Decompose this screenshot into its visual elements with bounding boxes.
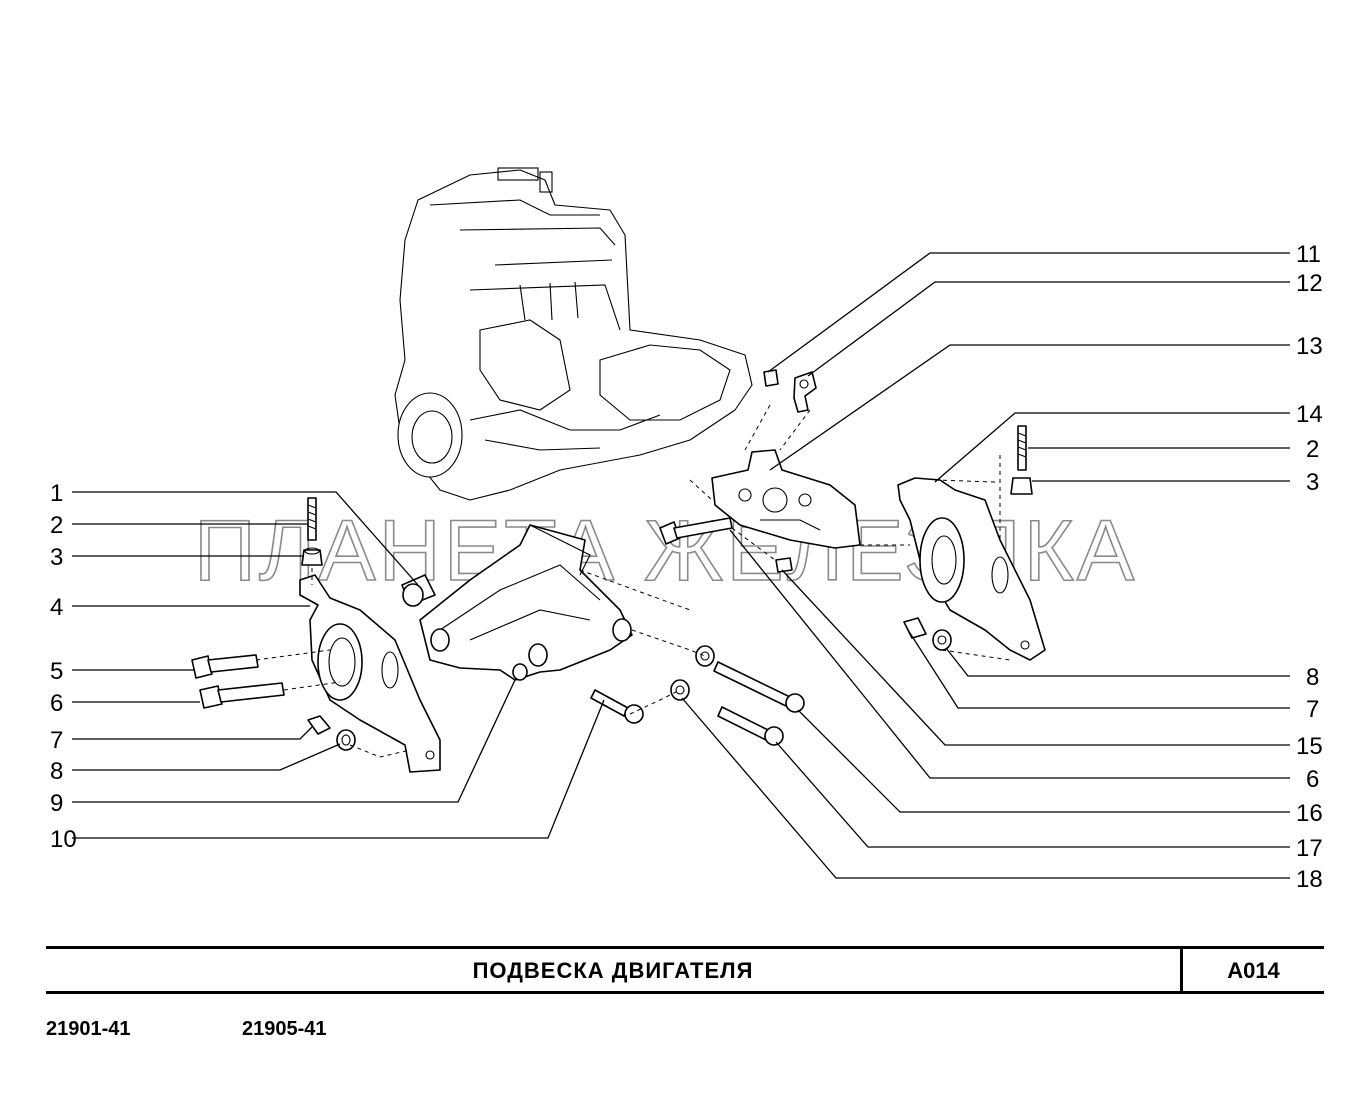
callout-number: 15 (1296, 733, 1323, 760)
callout-number: 6 (1306, 766, 1319, 793)
callout-number: 6 (50, 690, 63, 717)
callout-number: 11 (1296, 241, 1321, 268)
callout-number: 4 (50, 594, 63, 621)
callout-number: 14 (1296, 401, 1323, 428)
callout-number: 8 (50, 758, 63, 785)
callout-number: 3 (50, 544, 63, 571)
right-bracket (711, 449, 861, 549)
callout-number: 12 (1296, 270, 1323, 297)
callout-number: 16 (1296, 800, 1323, 827)
callout-number: 5 (50, 658, 63, 685)
callout-number: 8 (1306, 664, 1319, 691)
left-stud-and-nut (301, 497, 323, 566)
left-long-bolts (191, 654, 285, 709)
callout-number: 13 (1296, 333, 1323, 360)
right-long-bolts (713, 661, 805, 746)
engine-assembly-drawing (394, 167, 753, 501)
title-bar: ПОДВЕСКА ДВИГАТЕЛЯ A014 (46, 946, 1324, 994)
center-bolt (590, 689, 644, 724)
assembly-guide-lines (255, 404, 1011, 758)
callout-number: 18 (1296, 866, 1323, 893)
bushing-part (401, 574, 436, 607)
left-engine-mount (299, 574, 441, 773)
left-callouts: 1 2 3 4 5 6 7 8 9 10 (50, 480, 77, 853)
model-code: 21901-41 (46, 1018, 131, 1040)
diagram-code: A014 (1227, 958, 1280, 983)
callout-number: 10 (50, 826, 77, 853)
left-leader-lines (72, 491, 605, 839)
right-stud-and-nut (1010, 425, 1033, 495)
callout-number: 17 (1296, 835, 1323, 862)
callout-number: 2 (1306, 436, 1319, 463)
callout-number: 7 (50, 727, 63, 754)
callout-number: 3 (1306, 469, 1319, 496)
top-bolt-and-clip (763, 369, 817, 413)
right-leader-lines (681, 252, 1290, 879)
right-small-bolt-nut (659, 517, 793, 573)
title-divider (1180, 946, 1183, 994)
right-engine-mount (897, 477, 1046, 661)
diagram-title: ПОДВЕСКА ДВИГАТЕЛЯ (472, 958, 754, 983)
left-small-bolt-washer (307, 715, 356, 751)
callout-number: 2 (50, 512, 63, 539)
callout-number: 9 (50, 790, 63, 817)
center-washers (670, 645, 715, 701)
callout-number: 1 (50, 480, 63, 507)
right-callouts: 11 12 13 14 2 3 8 7 15 6 16 17 18 (1296, 241, 1323, 893)
center-bracket (419, 524, 633, 681)
callout-number: 7 (1306, 696, 1319, 723)
model-code: 21905-41 (242, 1018, 327, 1040)
